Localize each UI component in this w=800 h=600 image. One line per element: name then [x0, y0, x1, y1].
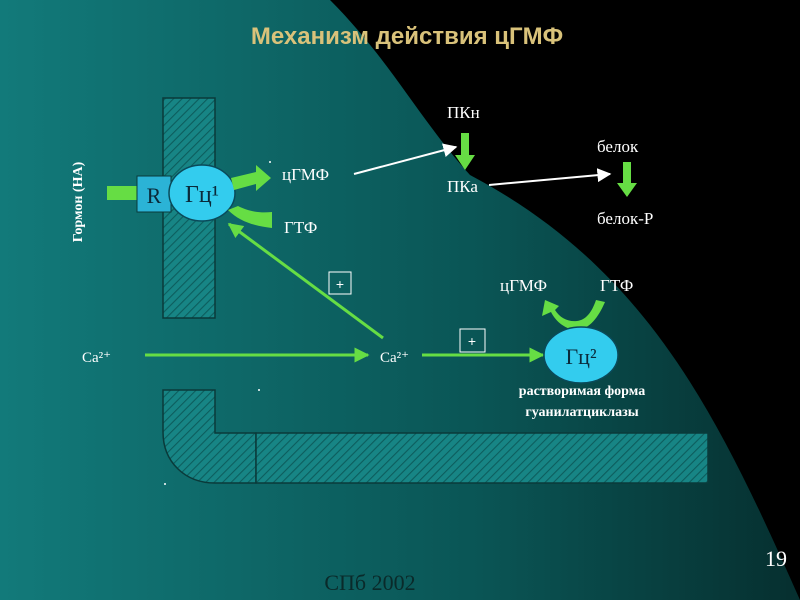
dot-marker — [258, 389, 260, 391]
pk-activation-arrow — [455, 133, 475, 170]
hormone-arrow — [107, 186, 137, 200]
dark-swoosh — [330, 0, 800, 600]
soluble-form-line2: гуанилатциклазы — [525, 405, 638, 420]
phosphorylation-arrow — [617, 162, 637, 197]
pkn-label: ПКн — [447, 103, 480, 122]
pka-to-protein-arrow — [488, 168, 612, 186]
ca-activates-gc1-line — [227, 222, 384, 340]
footer-text: СПб 2002 — [324, 570, 415, 595]
gc1-enzyme — [168, 164, 236, 222]
protein-p-label: белок-Р — [597, 209, 653, 228]
plus-box-2 — [459, 328, 486, 353]
cgmp-right-label: цГМФ — [500, 276, 547, 295]
plus-label-2: + — [468, 333, 476, 349]
cgmp-top-label: цГМФ — [282, 165, 329, 184]
cgmp-product-arrow — [231, 165, 271, 191]
plus-box-1 — [328, 271, 352, 295]
pka-label: ПКа — [447, 177, 478, 196]
cgmp-to-pk-arrow — [353, 143, 458, 175]
slide-title: Механизм действия цГМФ — [251, 23, 563, 50]
dot-marker — [269, 161, 271, 163]
gtp-substrate-curve — [228, 206, 272, 228]
gtp-top-label: ГТФ — [284, 218, 317, 237]
protein-label: белок — [597, 137, 639, 156]
cytoplasm-bar — [255, 432, 709, 484]
ca-mid-label: Ca²⁺ — [380, 350, 409, 366]
hormone-label: Гормон (НА) — [71, 161, 86, 242]
gc2-enzyme — [543, 326, 619, 384]
page-number: 19 — [765, 546, 787, 571]
plus-label-1: + — [336, 276, 344, 292]
gc2-label: Гц² — [565, 344, 596, 369]
dot-marker — [164, 483, 166, 485]
soluble-form-line1: растворимая форма — [519, 384, 645, 399]
gtp-right-label: ГТФ — [600, 276, 633, 295]
gc1-label: Гц¹ — [185, 182, 219, 208]
receptor-label: R — [147, 183, 162, 208]
gtp-to-cgmp-curve — [542, 300, 605, 330]
ca-left-label: Ca²⁺ — [82, 350, 111, 366]
